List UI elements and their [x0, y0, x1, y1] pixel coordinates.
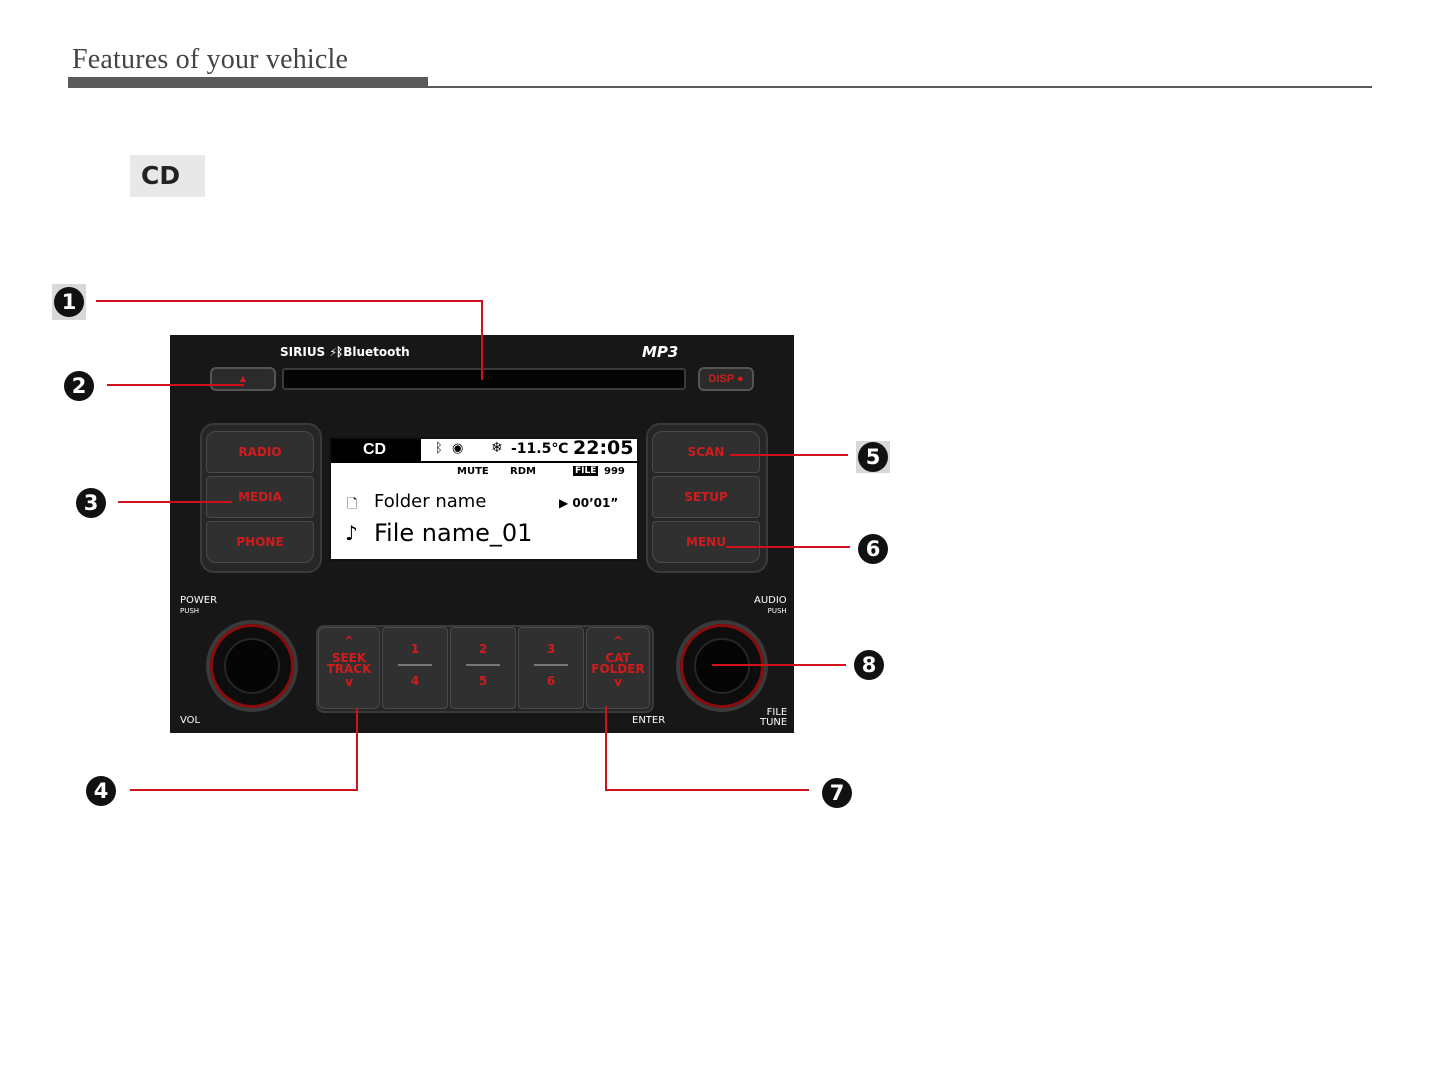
callout-1: 1 [52, 284, 86, 320]
callout-3: 3 [76, 488, 106, 518]
callout-4: 4 [86, 776, 116, 806]
callout-8: 8 [854, 650, 884, 680]
callout-2: 2 [64, 371, 94, 401]
callout-6: 6 [858, 534, 888, 564]
callout-7: 7 [822, 778, 852, 808]
leader-line-7 [606, 706, 809, 790]
leader-line-1 [96, 301, 482, 380]
callout-5: 5 [856, 441, 890, 473]
leader-line-4 [130, 708, 357, 790]
